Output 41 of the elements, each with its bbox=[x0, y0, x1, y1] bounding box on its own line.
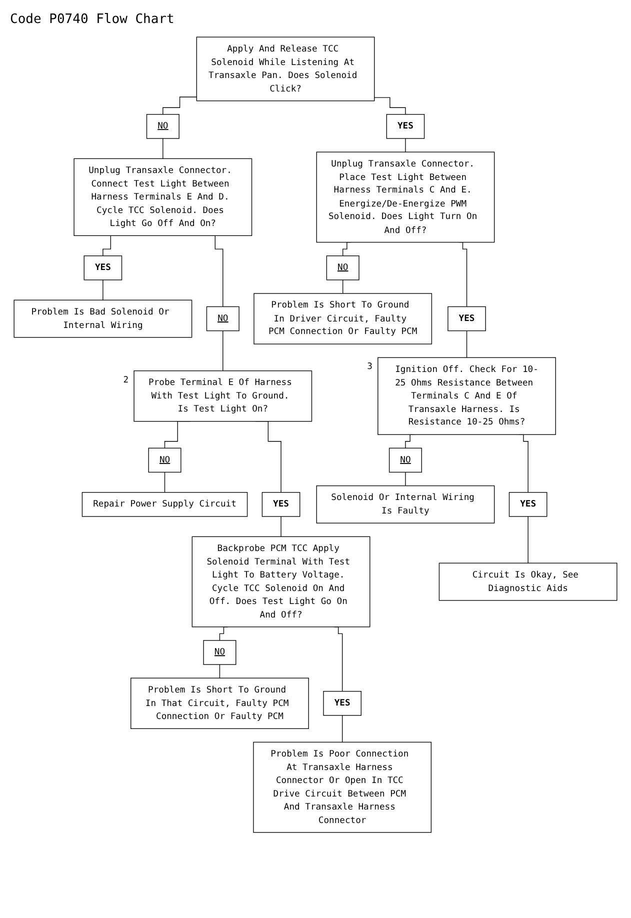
node-box: Problem Is Poor Connection At Transaxle Harness Connector Or Open In TCC Drive Circuit Between PCM And Transaxle Harness Connector bbox=[253, 742, 432, 833]
node-box: NO bbox=[206, 306, 240, 332]
connector bbox=[222, 330, 224, 372]
node-box: Problem Is Short To Ground In Driver Circuit, Faulty PCM Connection Or Faulty PCM bbox=[254, 293, 432, 344]
node-box: NO bbox=[148, 448, 182, 473]
node-box: NO bbox=[388, 448, 422, 473]
node-box: YES bbox=[508, 492, 548, 517]
connector bbox=[342, 715, 343, 743]
node-box: Repair Power Supply Circuit bbox=[82, 492, 248, 517]
node-box: YES bbox=[84, 256, 122, 280]
connector bbox=[219, 664, 220, 678]
connector bbox=[164, 472, 166, 493]
node-box: Problem Is Bad Solenoid Or Internal Wiring bbox=[14, 300, 192, 338]
node-box: Ignition Off. Check For 10-25 Ohms Resistance Between Terminals C And E Of Transaxle Harness. Is Resistance 10-25 Ohms? bbox=[378, 357, 556, 435]
step-number: 3 bbox=[367, 362, 372, 372]
connector bbox=[102, 280, 104, 300]
node-box: YES bbox=[262, 492, 300, 517]
connector bbox=[405, 472, 406, 486]
diagram-title: Code P0740 Flow Chart bbox=[10, 12, 174, 27]
node-box: NO bbox=[203, 640, 236, 665]
node-box: YES bbox=[323, 690, 362, 716]
node-box: Unplug Transaxle Connector. Place Test Light Between Harness Terminals C And E. Energize/De-Energize PWM Solenoid. Does Light Turn On And Off? bbox=[316, 152, 495, 243]
connector bbox=[405, 138, 406, 152]
node-box: Circuit Is Okay, See Diagnostic Aids bbox=[438, 562, 618, 601]
connector bbox=[280, 516, 282, 537]
node-box: YES bbox=[448, 306, 486, 332]
step-number: 2 bbox=[123, 375, 129, 386]
node-box: Backprobe PCM TCC Apply Solenoid Terminal With Test Light To Battery Voltage. Cycle TCC Solenoid On And Off. Does Test Light Go On And Off? bbox=[192, 536, 370, 628]
connector bbox=[342, 280, 344, 294]
connector bbox=[374, 97, 406, 115]
connector bbox=[162, 138, 164, 159]
node-box: NO bbox=[326, 256, 360, 280]
node-box: YES bbox=[386, 114, 425, 139]
node-box: Solenoid Or Internal Wiring Is Faulty bbox=[316, 485, 495, 524]
connector bbox=[466, 330, 468, 358]
node-box: Apply And Release TCC Solenoid While Listening At Transaxle Pan. Does Solenoid Click? bbox=[196, 36, 375, 102]
connector bbox=[162, 96, 197, 115]
node-box: NO bbox=[146, 114, 180, 139]
node-box: Unplug Transaxle Connector. Connect Test Light Between Harness Terminals E And D. Cycle TCC Solenoid. Does Light Go Off And On? bbox=[74, 158, 252, 236]
node-box: Probe Terminal E Of Harness With Test Light To Ground. Is Test Light On? bbox=[134, 370, 312, 422]
node-box: Problem Is Short To Ground In That Circuit, Faulty PCM Connection Or Faulty PCM bbox=[130, 678, 309, 729]
